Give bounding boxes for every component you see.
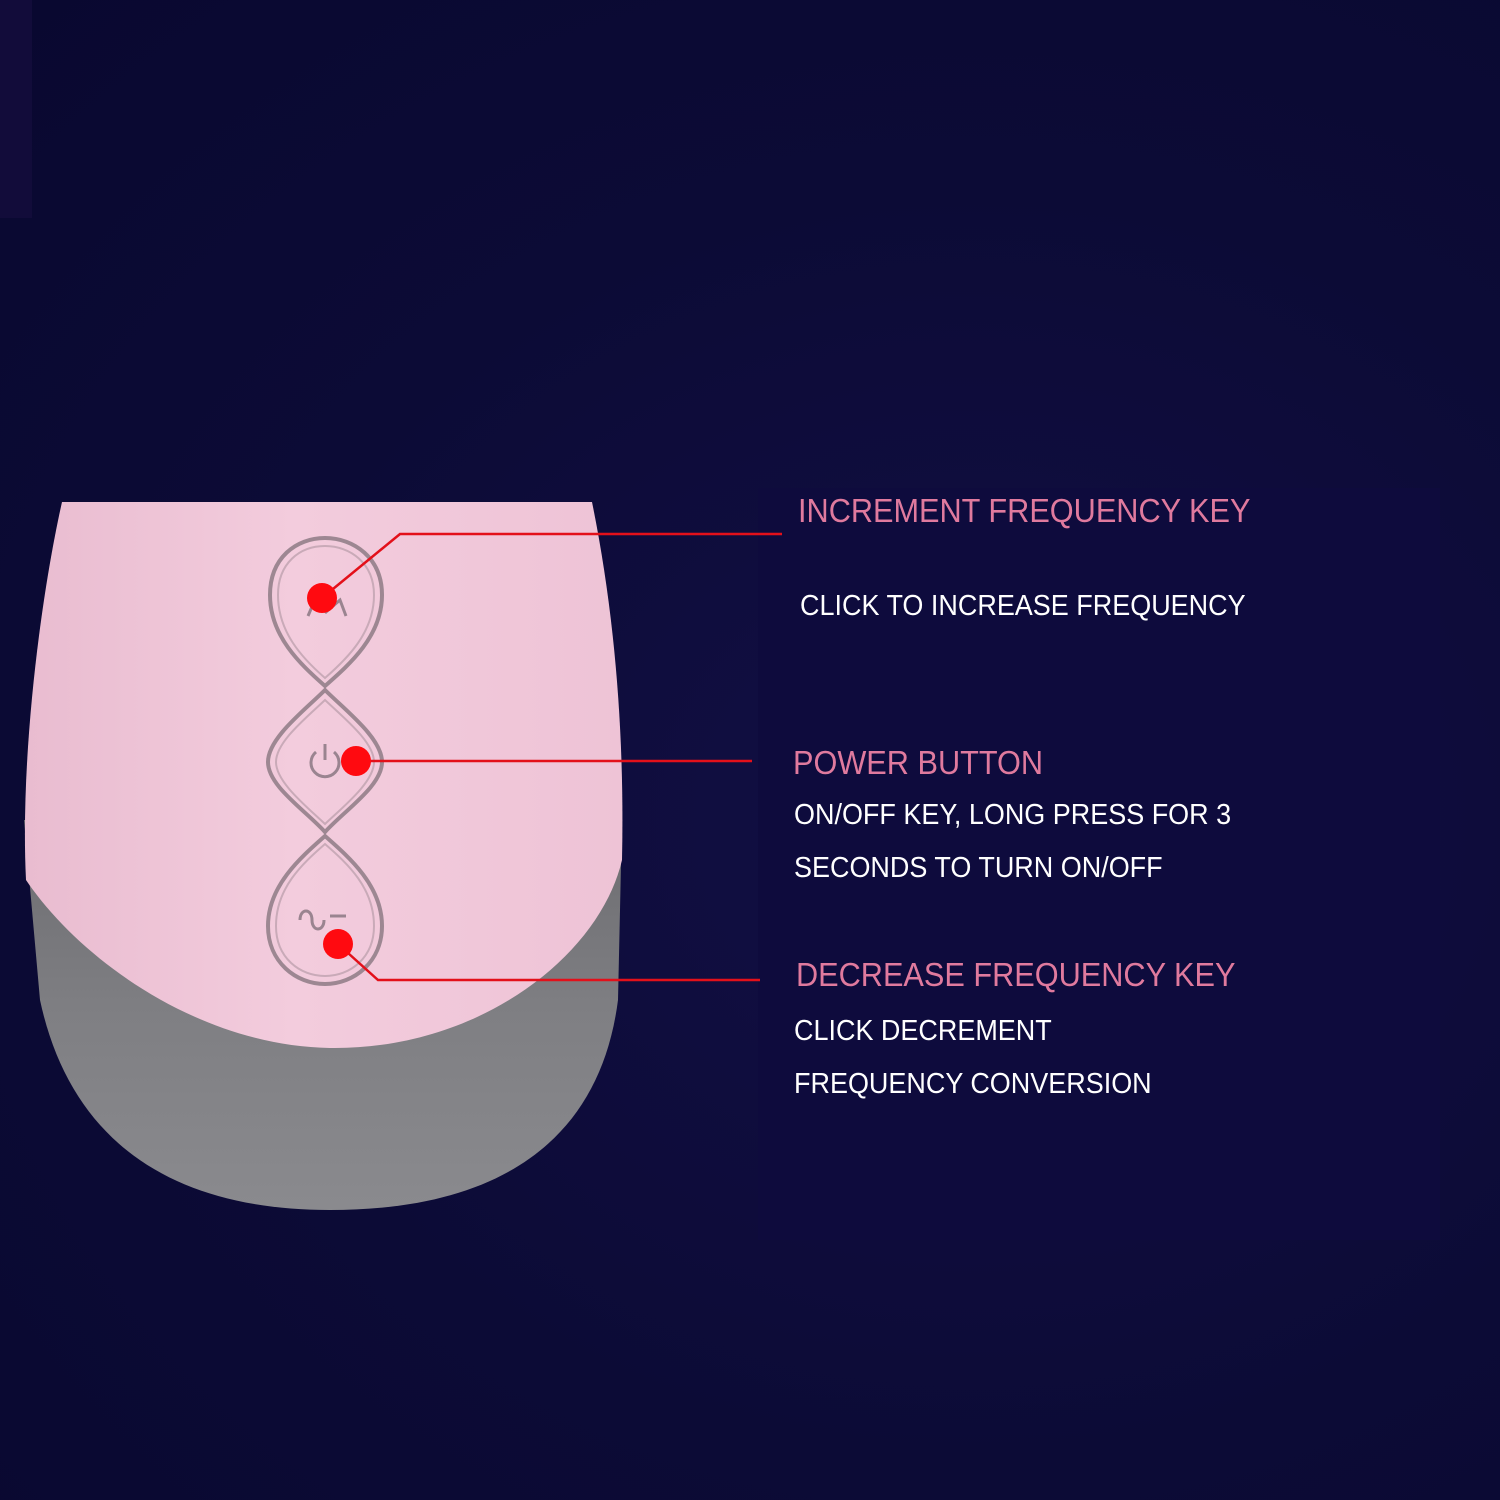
power-button-description-line-2: SECONDS TO TURN ON/OFF bbox=[794, 852, 1163, 884]
power-button-description-line-1: ON/OFF KEY, LONG PRESS FOR 3 bbox=[794, 799, 1232, 831]
corner-strip bbox=[0, 0, 32, 218]
marker-decrease bbox=[323, 929, 353, 959]
increment-key-description: CLICK TO INCREASE FREQUENCY bbox=[800, 590, 1246, 622]
power-button-heading: POWER BUTTON bbox=[793, 744, 1044, 781]
decrease-key-description-line-2: FREQUENCY CONVERSION bbox=[794, 1068, 1152, 1100]
leader-lines bbox=[321, 532, 782, 982]
s-wave-icon bbox=[298, 909, 346, 931]
decrease-key-description-line-1: CLICK DECREMENT bbox=[794, 1015, 1052, 1047]
callout-panel bbox=[758, 488, 1440, 1240]
increment-key-heading: INCREMENT FREQUENCY KEY bbox=[798, 492, 1251, 529]
power-icon bbox=[309, 744, 341, 779]
marker-power bbox=[341, 746, 371, 776]
device-body bbox=[24, 502, 623, 1049]
button-outline bbox=[265, 535, 385, 987]
marker-increment bbox=[307, 583, 337, 613]
leader-line-increment bbox=[321, 532, 782, 599]
leader-line-decrease bbox=[337, 943, 760, 982]
button-outline-inner bbox=[274, 544, 376, 978]
decrease-key-heading: DECREASE FREQUENCY KEY bbox=[796, 956, 1236, 993]
